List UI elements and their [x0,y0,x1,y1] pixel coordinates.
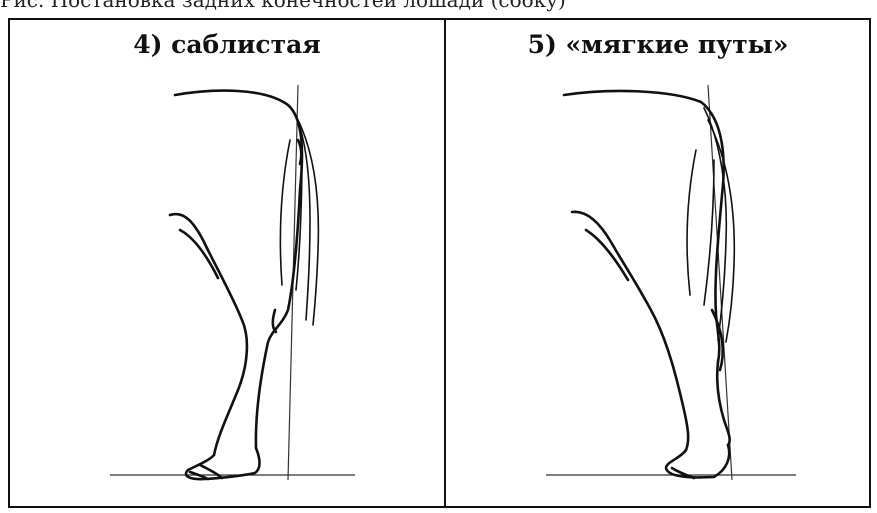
cropped-caption: Рис. Постановка задних конечностей лошад… [0,0,877,16]
sickle-hock-leg-illustration [10,80,444,500]
tail-strands [687,108,734,342]
hind-leg-outline [564,91,730,478]
soft-pasterns-leg-illustration [446,80,870,500]
panel-title-soft-pasterns: 5) «мягкие путы» [446,30,870,59]
panel-title-sickle-hock: 4) саблистая [10,30,444,59]
cropped-caption-text: Рис. Постановка задних конечностей лошад… [0,0,566,12]
plumb-line [708,85,732,480]
